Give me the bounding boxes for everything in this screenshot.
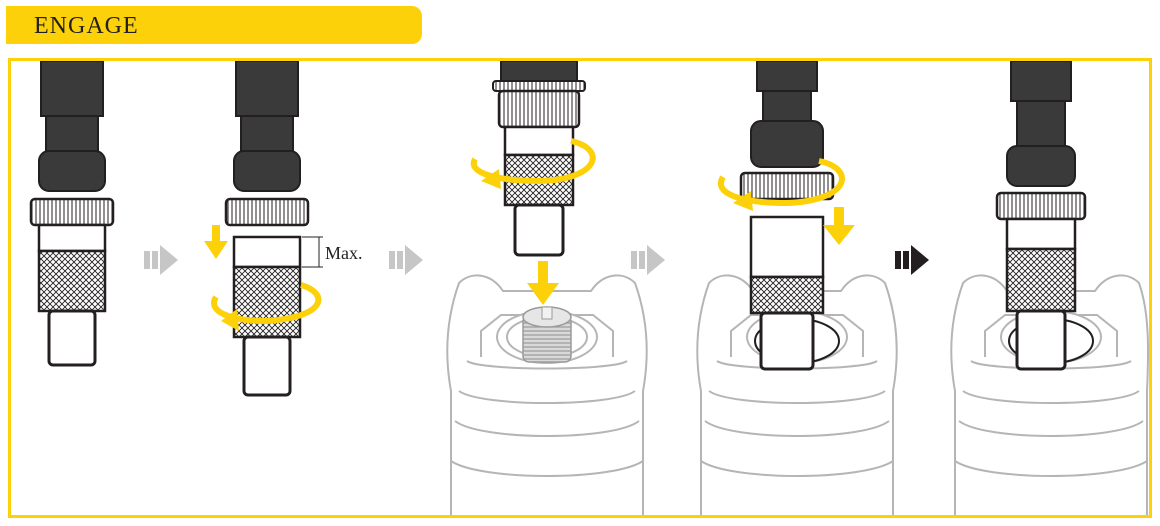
instruction-diagram: Max. bbox=[29, 61, 1149, 515]
right-arrow-icon bbox=[144, 245, 178, 275]
section-header: ENGAGE bbox=[6, 6, 422, 44]
down-arrow-icon bbox=[823, 207, 855, 245]
step-3-chuck bbox=[492, 61, 586, 257]
rotate-arrow-icon bbox=[718, 158, 845, 211]
max-label: Max. bbox=[325, 243, 363, 263]
instruction-frame: Max. bbox=[8, 58, 1152, 518]
right-arrow-icon bbox=[631, 245, 665, 275]
right-arrow-icon bbox=[895, 245, 929, 275]
step-1-chuck bbox=[29, 61, 115, 367]
rotate-arrow-icon bbox=[470, 138, 596, 189]
down-arrow-icon bbox=[204, 225, 228, 259]
right-arrow-icon bbox=[389, 245, 423, 275]
rotate-arrow-icon bbox=[211, 282, 322, 331]
step-3-tire bbox=[446, 274, 648, 515]
section-title: ENGAGE bbox=[34, 13, 139, 39]
step-4-chuck bbox=[739, 61, 835, 371]
step-2-chuck bbox=[224, 61, 323, 397]
step-5-chuck bbox=[995, 61, 1087, 371]
down-arrow-icon bbox=[527, 261, 559, 305]
